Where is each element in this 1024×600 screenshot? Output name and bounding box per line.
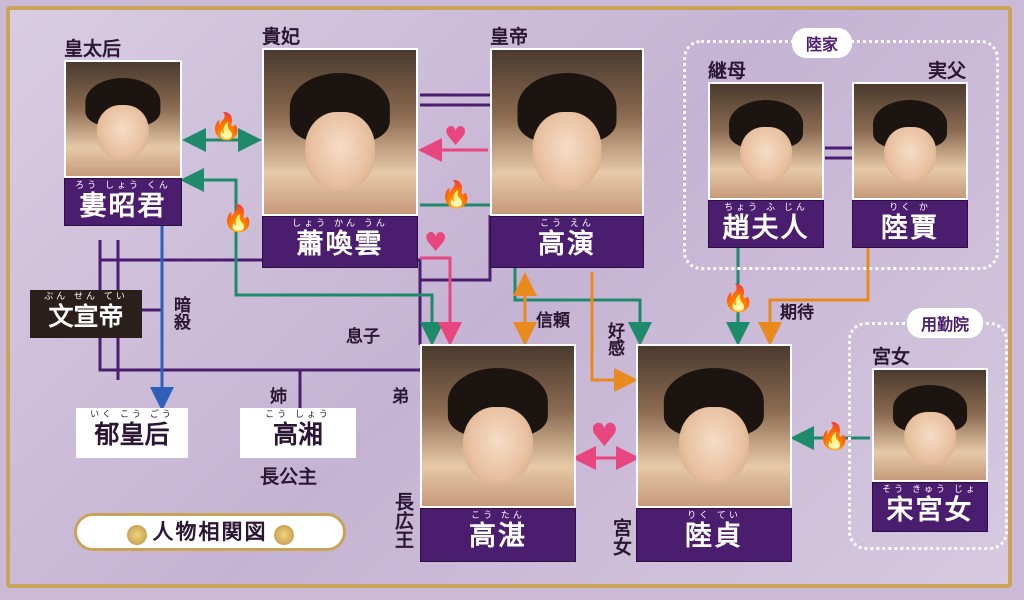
rikuka-portrait	[852, 82, 968, 200]
shou-role: 貴妃	[262, 22, 300, 49]
sou-portrait	[872, 368, 988, 482]
koutan-role: 長広王	[390, 492, 417, 549]
rikuka-role: 実父	[928, 56, 966, 83]
rikutei-portrait	[636, 344, 792, 508]
chou-name: 趙夫人	[709, 214, 823, 244]
kouen-portrait	[490, 48, 644, 216]
rel-musuko: 息子	[346, 322, 380, 347]
medal-icon	[274, 525, 294, 545]
kouen-role: 皇帝	[490, 22, 528, 49]
bunsen-box: ぶん せん てい 文宣帝	[30, 290, 142, 338]
rikuka-name: 陸賈	[853, 214, 967, 244]
iku-box: いく こう ごう 郁皇后	[76, 408, 188, 458]
heart-icon: ♥	[590, 422, 619, 448]
rel-shinrai: 信頼	[536, 306, 570, 331]
rikutei-name: 陸貞	[637, 522, 791, 552]
rikutei-role: 宮女	[608, 518, 635, 556]
medal-icon	[127, 525, 147, 545]
kouen-name: 高演	[491, 230, 643, 260]
koutan-name-box: こう たん 高湛	[420, 508, 576, 562]
flame-icon: 🔥	[210, 114, 242, 140]
lou-name: 婁昭君	[65, 192, 181, 222]
koutan-name: 高湛	[421, 522, 575, 552]
shou-name: 蕭喚雲	[263, 230, 417, 260]
koushou-sub: 長公主	[260, 462, 317, 489]
rel-kitai: 期待	[780, 298, 814, 323]
rikuka-name-box: りく か 陸賈	[852, 200, 968, 248]
chou-portrait	[708, 82, 824, 200]
sou-role: 宮女	[872, 342, 910, 369]
kouen-name-box: こう えん 高演	[490, 216, 644, 268]
shou-portrait	[262, 48, 418, 216]
koushou-box: こう しょう 高湘	[240, 408, 356, 458]
koutan-portrait	[420, 344, 576, 508]
koushou-name: 高湘	[273, 420, 323, 449]
riku-family-label: 陸家	[792, 28, 852, 58]
chou-name-box: ちょう ふ じん 趙夫人	[708, 200, 824, 248]
lou-name-box: ろう しょう くん 婁昭君	[64, 178, 182, 226]
iku-name: 郁皇后	[94, 420, 169, 449]
flame-icon: 🔥	[440, 182, 472, 208]
flame-icon: 🔥	[722, 286, 754, 312]
lou-portrait	[64, 60, 182, 178]
sou-name-box: そう きゅう じょ 宋宮女	[872, 482, 988, 532]
chart-title-badge: 人物相関図	[74, 513, 346, 551]
bunsen-name: 文宣帝	[48, 302, 123, 331]
rel-ane: 姉	[270, 382, 287, 407]
heart-icon: ♥	[424, 230, 447, 256]
chou-role: 継母	[708, 56, 746, 83]
rikutei-name-box: りく てい 陸貞	[636, 508, 792, 562]
flame-icon: 🔥	[818, 424, 850, 450]
rel-kouka: 好感	[602, 322, 627, 356]
shou-name-box: しょう かん うん 蕭喚雲	[262, 216, 418, 268]
youkinin-label: 用勤院	[907, 308, 983, 338]
rel-otouto: 弟	[392, 382, 409, 407]
chart-title: 人物相関図	[153, 519, 268, 544]
rel-ansatsu: 暗殺	[168, 296, 193, 330]
flame-icon: 🔥	[222, 206, 254, 232]
heart-icon: ♥	[444, 124, 467, 150]
sou-name: 宋宮女	[873, 496, 987, 526]
lou-role: 皇太后	[64, 34, 121, 61]
